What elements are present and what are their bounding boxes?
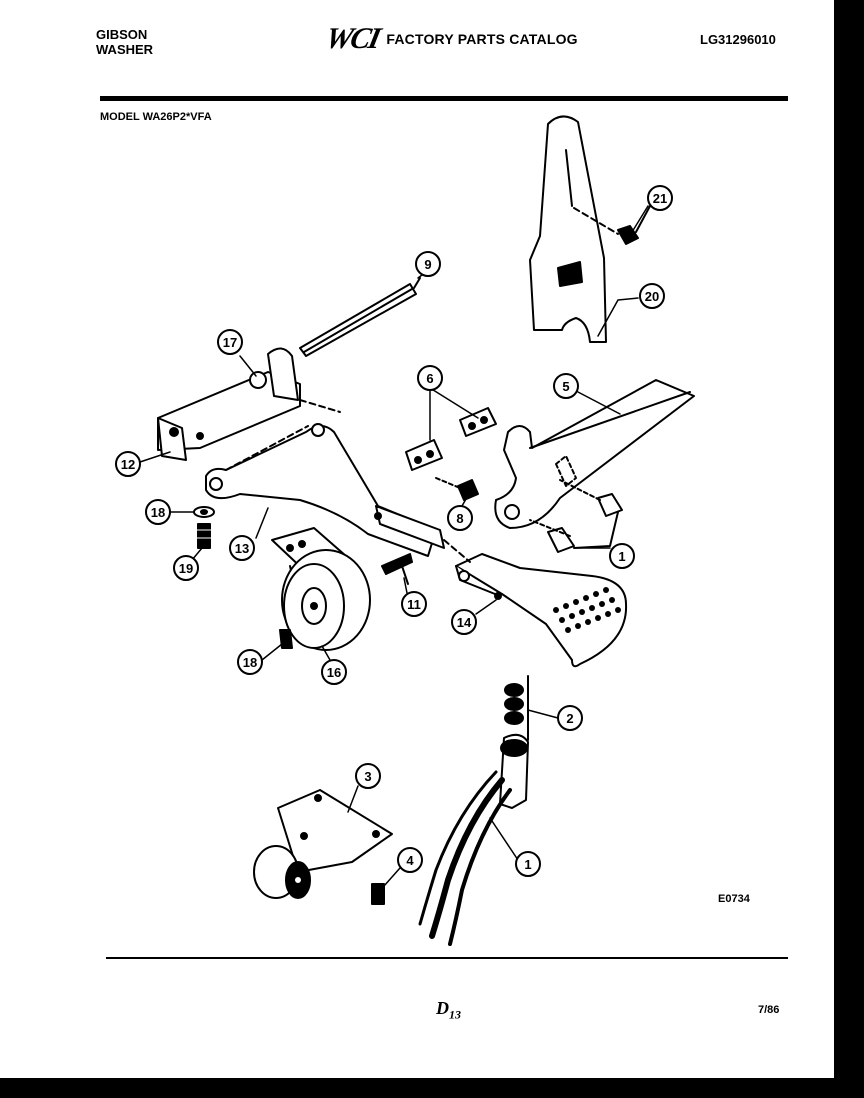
svg-text:14: 14	[457, 615, 472, 630]
callout-14: 14	[451, 609, 477, 635]
callout-9: 9	[415, 251, 441, 277]
svg-text:4: 4	[406, 853, 414, 868]
model-label: MODEL WA26P2*VFA	[100, 111, 212, 123]
catalog-header: WCI FACTORY PARTS CATALOG	[323, 22, 578, 56]
callout-11: 11	[401, 591, 427, 617]
callout-19: 19	[173, 555, 199, 581]
header-rule	[100, 96, 788, 101]
part-8-nut	[435, 477, 479, 501]
callout-16: 16	[321, 659, 347, 685]
callout-17: 17	[217, 329, 243, 355]
callout-8: 8	[447, 505, 473, 531]
brand-line-2: WASHER	[96, 42, 154, 57]
catalog-title: FACTORY PARTS CATALOG	[386, 31, 578, 47]
part-9-rod	[299, 277, 421, 357]
svg-text:19: 19	[179, 561, 193, 576]
callout-5: 5	[553, 373, 579, 399]
svg-text:5: 5	[562, 379, 569, 394]
callout-4: 4	[397, 847, 423, 873]
callout-1-upper: 1	[609, 543, 635, 569]
callout-18-upper: 18	[145, 499, 171, 525]
callout-12: 12	[115, 451, 141, 477]
page-reference-sub: 13	[449, 1007, 461, 1022]
part-19-bolt	[195, 523, 213, 549]
part-18-washer	[193, 506, 215, 518]
svg-text:18: 18	[151, 505, 165, 520]
svg-text:13: 13	[235, 541, 249, 556]
callout-20: 20	[639, 283, 665, 309]
part-12-channel-bracket	[157, 347, 341, 461]
callout-1-lower: 1	[515, 851, 541, 877]
svg-text:1: 1	[524, 857, 531, 872]
part-16-caster	[271, 527, 371, 651]
svg-text:8: 8	[456, 511, 463, 526]
svg-text:9: 9	[424, 257, 431, 272]
frame-bottom-border	[0, 1078, 864, 1098]
brand-line-1: GIBSON	[96, 27, 148, 42]
part-4-screw	[371, 883, 385, 905]
callout-3: 3	[355, 763, 381, 789]
svg-text:20: 20	[645, 289, 659, 304]
part-3-caster-bracket	[253, 789, 393, 899]
svg-text:11: 11	[407, 597, 421, 612]
svg-text:16: 16	[327, 665, 341, 680]
page-reference-main: D	[436, 998, 449, 1018]
part-1-hose	[418, 733, 529, 946]
callout-18-lower: 18	[237, 649, 263, 675]
part-18-screw	[279, 629, 293, 649]
part-11-bolt	[381, 553, 413, 585]
svg-text:1: 1	[618, 549, 625, 564]
brand-label: GIBSON WASHER	[96, 27, 153, 57]
frame-right-border	[834, 0, 864, 1098]
part-6-nut-plates	[405, 407, 497, 471]
callout-6: 6	[417, 365, 443, 391]
svg-text:17: 17	[223, 335, 237, 350]
part-13-lever-arm	[205, 423, 445, 557]
part-5-pedal-arm	[494, 379, 695, 529]
callout-2: 2	[557, 705, 583, 731]
footer-rule	[106, 957, 788, 959]
callout-13: 13	[229, 535, 255, 561]
svg-text:12: 12	[121, 457, 135, 472]
callout-group: 21 20 9 17 6 5 12 8	[115, 185, 673, 877]
date-code: 7/86	[758, 1004, 780, 1016]
leader-lines	[139, 205, 649, 887]
catalog-id: LG31296010	[700, 32, 776, 47]
part-2-rings	[504, 675, 529, 741]
figure-code: E0734	[718, 893, 750, 905]
svg-text:21: 21	[653, 191, 667, 206]
page-reference: D13	[436, 998, 461, 1023]
callout-21: 21	[647, 185, 673, 211]
svg-text:6: 6	[426, 371, 433, 386]
part-20-bracket	[529, 115, 619, 343]
part-14-pedal	[443, 539, 628, 668]
svg-text:2: 2	[566, 711, 573, 726]
svg-text:3: 3	[364, 769, 371, 784]
svg-text:18: 18	[243, 655, 257, 670]
